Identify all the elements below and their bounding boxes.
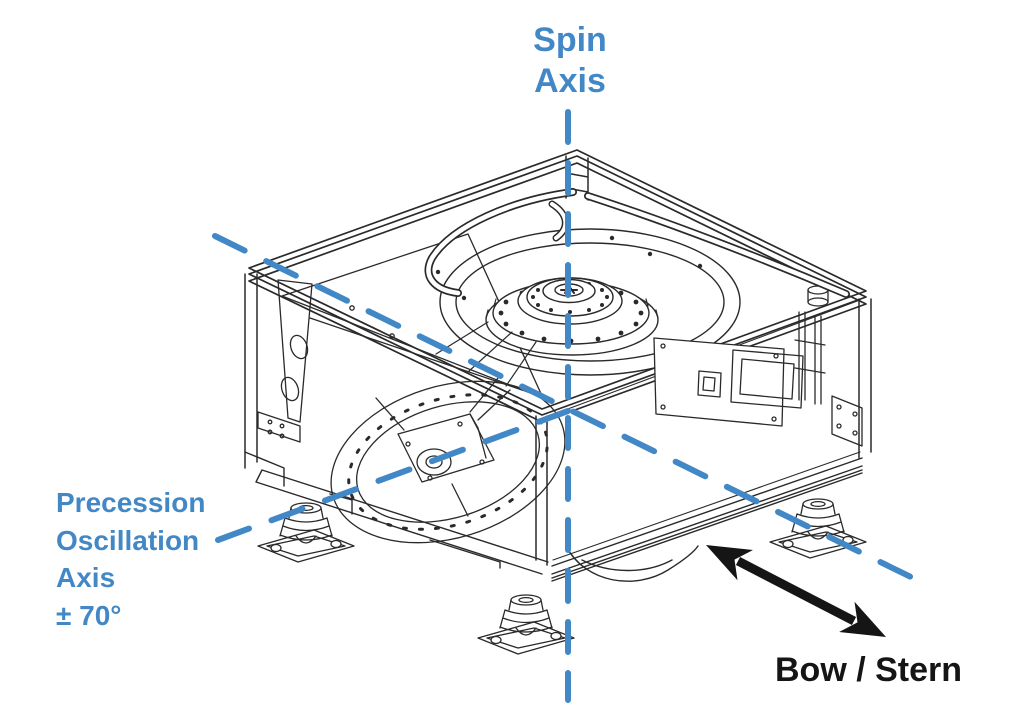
flywheel-hub bbox=[435, 228, 741, 387]
arrowhead-lower-right bbox=[839, 601, 886, 637]
precession-axis-label: Precession Oscillation Axis ± 70° bbox=[56, 484, 205, 634]
base-rails bbox=[244, 451, 863, 582]
sphere-bottom bbox=[565, 545, 699, 582]
plumbing bbox=[794, 285, 829, 405]
display-screen bbox=[739, 358, 795, 400]
gimbal-opening bbox=[330, 377, 566, 544]
precession-axis-label-line1: Precession bbox=[56, 487, 206, 518]
spin-axis-label-line2: Axis bbox=[534, 61, 606, 100]
bow-stern-arrow bbox=[706, 545, 886, 637]
left-face bbox=[257, 279, 313, 443]
bow-stern-label: Bow / Stern bbox=[775, 651, 963, 689]
precession-axis-dashed-line bbox=[215, 408, 571, 543]
precession-axis-label-line4: ± 70° bbox=[56, 599, 122, 631]
machine-line-art bbox=[244, 149, 872, 655]
precession-axis-label-line3: Axis bbox=[56, 562, 116, 594]
spin-axis-label-line1: Spin bbox=[533, 21, 607, 59]
bow-stern-label-text: Bow / Stern bbox=[775, 651, 963, 689]
display-bezel bbox=[730, 349, 804, 409]
bow-stern-dashed-line bbox=[212, 233, 920, 583]
arrowhead-upper-left bbox=[706, 545, 753, 581]
deck-screws bbox=[435, 235, 703, 301]
spin-axis-label: Spin Axis bbox=[533, 20, 607, 102]
hoses bbox=[424, 188, 850, 298]
right-face bbox=[548, 285, 863, 561]
precession-axis-label-line2: Oscillation bbox=[56, 524, 200, 556]
